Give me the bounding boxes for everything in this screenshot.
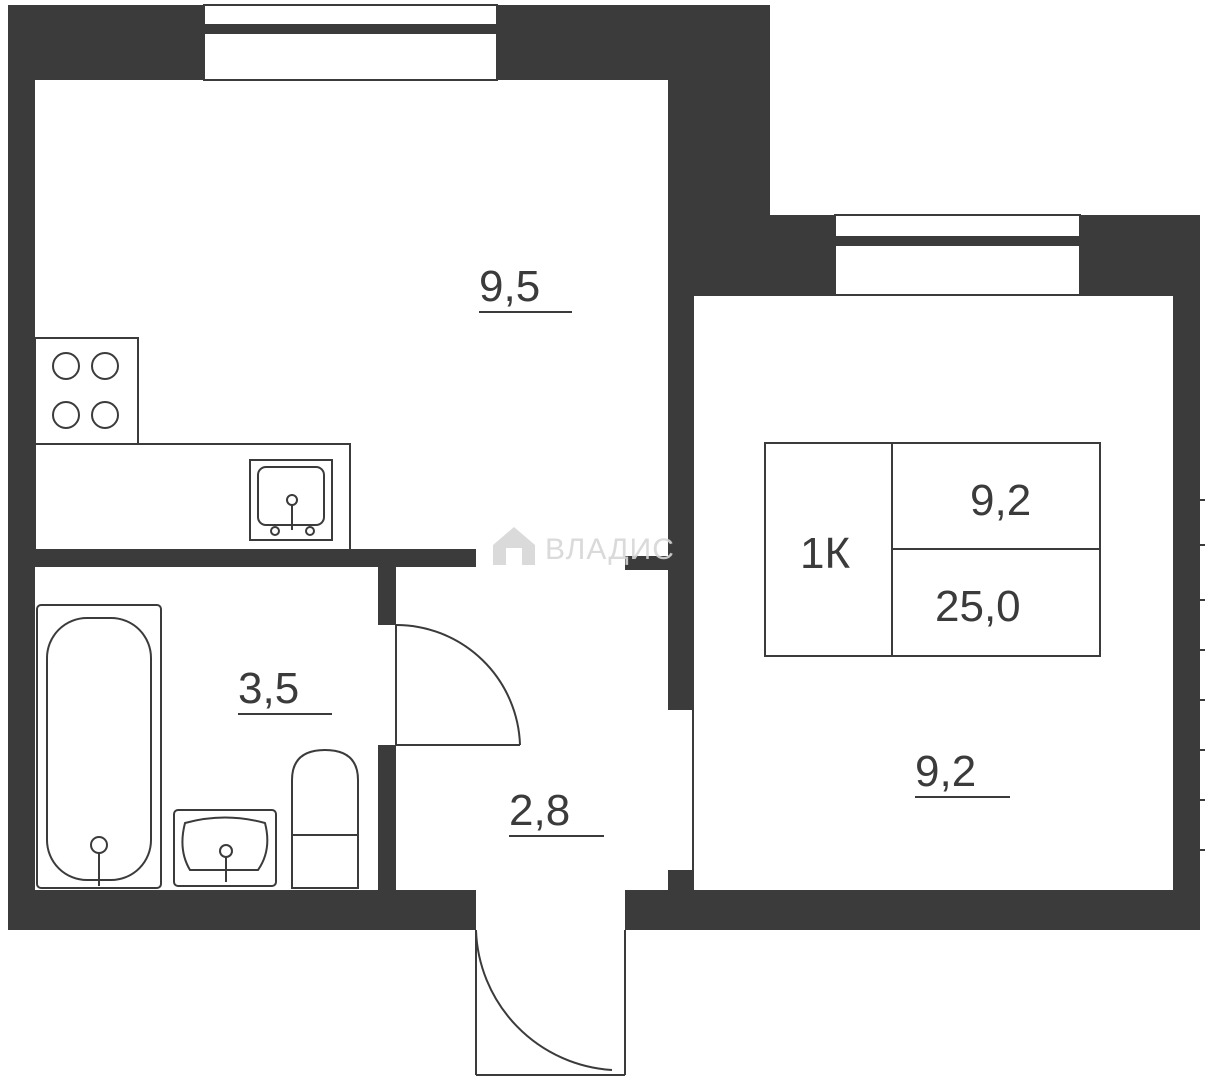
stove-icon: [52, 352, 119, 429]
window-living-room: [834, 214, 1081, 296]
wall-bath-right-upper: [378, 567, 396, 625]
doors: [395, 624, 626, 1076]
room-hallway-area: 2,8: [509, 786, 604, 837]
living-room-area-label: 9,2: [915, 747, 976, 796]
hallway-area-label: 2,8: [509, 786, 570, 835]
toilet-icon: [291, 748, 359, 889]
bathtub-icon: [36, 604, 162, 889]
room-living-area: 9,2: [915, 747, 1010, 798]
kitchen-area-label: 9,5: [479, 262, 540, 311]
walls: [8, 5, 1200, 930]
room-bathroom-area: 3,5: [238, 664, 332, 715]
wall-living-left-lower: [668, 870, 693, 930]
summary-box: 1К 9,2 25,0: [764, 442, 1101, 657]
wall-left: [8, 5, 35, 930]
living-area-value: 9,2: [970, 476, 1031, 525]
window-kitchen: [203, 4, 498, 81]
watermark: ВЛАДИС: [493, 527, 675, 566]
wall-kitchen-bath: [35, 549, 476, 567]
wall-bath-right-lower: [378, 745, 396, 890]
door-bathroom: [395, 624, 521, 746]
wall-bottom-right: [625, 890, 1200, 930]
watermark-text: ВЛАДИС: [545, 533, 675, 566]
bathroom-area-label: 3,5: [238, 664, 299, 713]
washbasin-icon: [173, 809, 277, 887]
apartment-type-label: 1К: [800, 529, 850, 578]
door-entrance: [475, 929, 626, 1076]
kitchen-sink-icon: [249, 459, 333, 541]
windows: [203, 4, 1081, 296]
wall-pillar-ext: [668, 215, 835, 295]
wall-right: [1173, 215, 1200, 930]
total-area-value: 25,0: [935, 582, 1021, 631]
room-kitchen-area: 9,5: [479, 262, 572, 313]
wall-bottom-left: [8, 890, 476, 930]
house-logo-icon: [493, 527, 535, 565]
wall-top-left: [8, 5, 204, 80]
wall-living-left-upper: [668, 295, 693, 710]
exterior-ticks: [1200, 499, 1205, 851]
